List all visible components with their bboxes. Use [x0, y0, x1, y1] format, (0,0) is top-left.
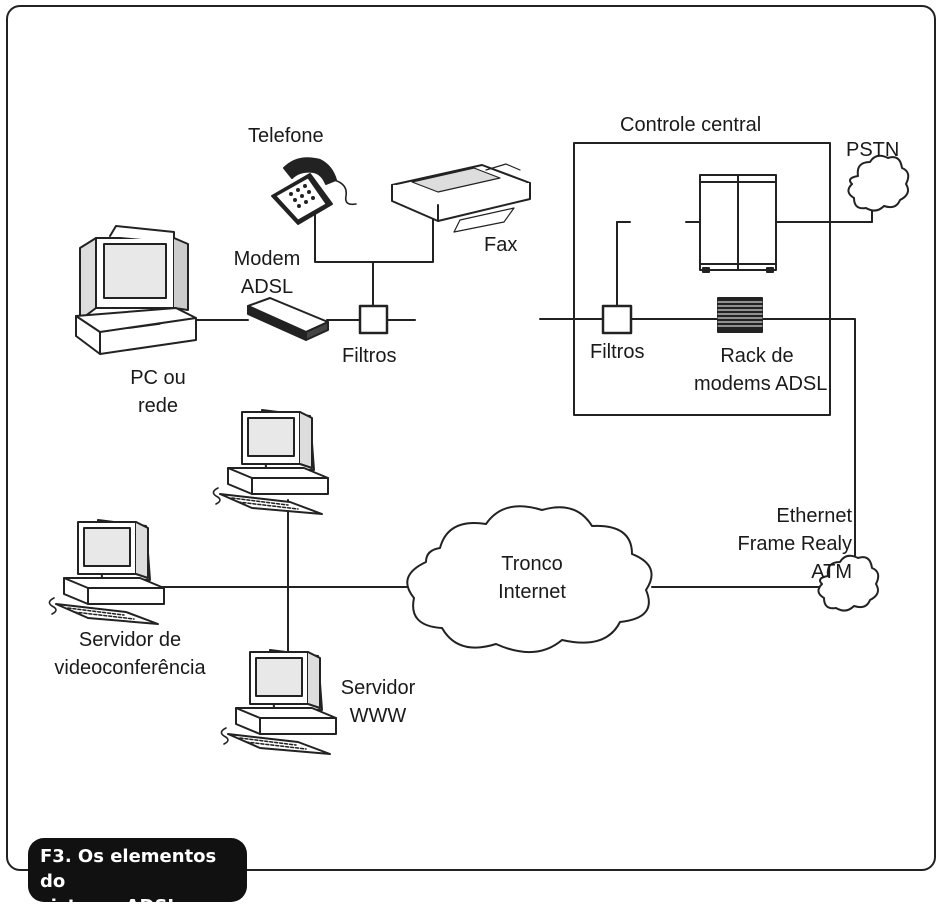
- label-video-line2: videoconferência: [54, 657, 206, 679]
- www-server-icon: [220, 649, 337, 755]
- video-server-icon: [48, 519, 165, 625]
- label-telefone: Telefone: [248, 125, 324, 147]
- label-controle-central: Controle central: [620, 114, 762, 136]
- label-rack-line2: modems ADSL: [694, 373, 828, 395]
- caption-line2: sistema ADSL.: [40, 896, 186, 917]
- label-rack-line1: Rack de: [720, 345, 794, 367]
- label-www-line2: WWW: [349, 705, 407, 727]
- label-ethernet-line1: Ethernet: [776, 505, 852, 527]
- modem-icon: [247, 297, 329, 341]
- filter-right-icon: [601, 304, 633, 335]
- pstn-cloud-icon: [847, 154, 910, 212]
- label-pc-line2: rede: [137, 395, 179, 417]
- workstation-icon: [212, 409, 329, 515]
- figure-frame: [6, 5, 936, 871]
- label-filtros-left: Filtros: [342, 345, 397, 367]
- label-ethernet-line2: Frame Realy: [737, 533, 852, 555]
- label-modem-line2: ADSL: [240, 276, 294, 298]
- ethernet-cloud-icon: [817, 554, 880, 612]
- label-filtros-right: Filtros: [590, 341, 645, 363]
- label-ethernet: Ethernet Frame Realy ATM: [726, 502, 852, 586]
- label-modem: Modem ADSL: [228, 245, 306, 301]
- label-modem-line1: Modem: [233, 248, 301, 270]
- label-pc-line1: PC ou: [130, 367, 186, 389]
- label-video-server: Servidor de videoconferência: [42, 626, 218, 682]
- label-fax: Fax: [484, 234, 518, 256]
- fax-icon: [391, 163, 531, 233]
- label-pc: PC ou rede: [118, 364, 198, 420]
- caption-line1: F3. Os elementos do: [40, 846, 217, 892]
- pc-icon: [75, 225, 197, 355]
- switch-cabinet-icon: [699, 174, 777, 273]
- internet-cloud-icon: [406, 505, 653, 654]
- label-tronco: Tronco Internet: [488, 550, 576, 606]
- label-video-line1: Servidor de: [78, 629, 182, 651]
- telephone-icon: [271, 157, 357, 225]
- label-tronco-line2: Internet: [498, 581, 566, 603]
- label-ethernet-line3: ATM: [811, 561, 852, 583]
- controle-central-box: [573, 142, 831, 416]
- label-rack: Rack de modems ADSL: [694, 342, 827, 398]
- filter-left-icon: [358, 304, 389, 335]
- label-www-server: Servidor WWW: [332, 674, 424, 730]
- label-tronco-line1: Tronco: [501, 553, 563, 575]
- label-pstn: PSTN: [846, 139, 900, 161]
- label-www-line1: Servidor: [340, 677, 416, 699]
- modem-rack-icon: [717, 297, 763, 333]
- figure-caption: F3. Os elementos do sistema ADSL.: [28, 838, 247, 917]
